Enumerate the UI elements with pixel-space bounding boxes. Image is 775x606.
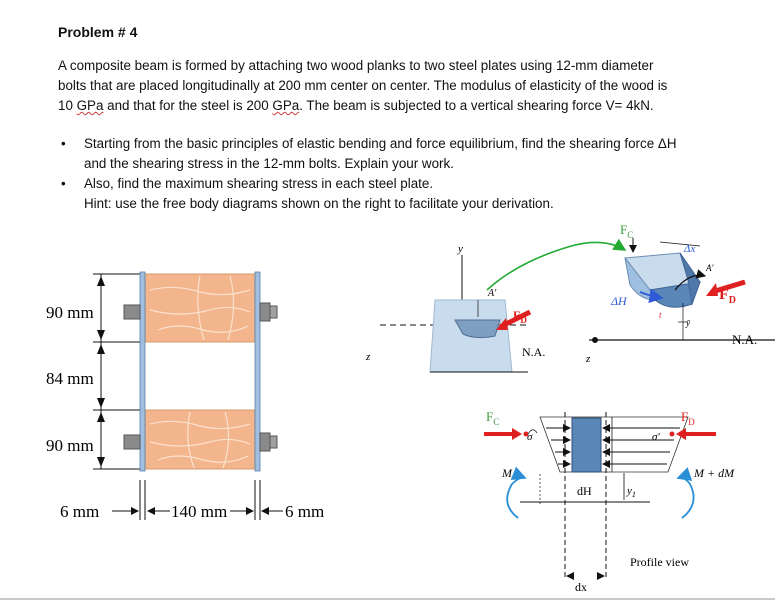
dim-middle-label: 84 mm	[46, 369, 94, 388]
spellcheck-gpa-1: GPa	[76, 98, 104, 113]
moment-m-label: M	[501, 466, 513, 480]
y1-label: y1	[626, 485, 636, 499]
task-item-1: • Starting from the basic principles of …	[58, 134, 748, 174]
moment-m-dm-label: M + dM	[693, 466, 735, 480]
steel-plate-right	[254, 271, 261, 472]
a-prime-label: A′	[487, 288, 497, 299]
slice-element	[571, 417, 602, 473]
dim-top-label: 90 mm	[46, 303, 94, 322]
dh-label: dH	[577, 484, 592, 498]
profile-view-fbd	[484, 412, 716, 580]
fc-label-mid: FC	[486, 409, 499, 427]
fd-label-right: FD	[719, 286, 736, 306]
statement-line-3: 10 GPa and that for the steel is 200 GPa…	[58, 98, 654, 113]
sigma-label: σ	[527, 431, 533, 443]
z-axis-label-right: z	[585, 353, 591, 365]
statement-line-2: bolts that are placed longitudinally at …	[58, 78, 668, 93]
section-view-fbd	[380, 238, 627, 373]
problem-statement: A composite beam is formed by attaching …	[58, 56, 718, 116]
task-item-2: • Also, find the maximum shearing stress…	[58, 174, 748, 194]
problem-title: Problem # 4	[58, 24, 138, 40]
spellcheck-gpa-2: GPa	[272, 98, 300, 113]
isolated-element-fbd	[589, 238, 775, 343]
hint-text: Hint: use the free body diagrams shown o…	[84, 196, 554, 211]
task-1-line-2: and the shearing stress in the 12-mm bol…	[84, 156, 454, 171]
delta-x-label: Δx	[683, 243, 695, 255]
z-axis-label-left: z	[365, 351, 371, 363]
na-label-right: N.A.	[732, 332, 757, 347]
statement-line-1: A composite beam is formed by attaching …	[58, 58, 654, 73]
y-axis-label: y	[457, 243, 463, 255]
fd-label-mid: FD	[681, 409, 695, 427]
profile-view-caption: Profile view	[630, 555, 689, 569]
composite-beam-section	[93, 271, 283, 520]
ybar-label: ȳ	[685, 318, 691, 328]
fd-label-left: FD	[513, 308, 527, 325]
steel-plate-left	[139, 271, 146, 472]
bolt-top	[123, 302, 278, 322]
fc-label-top: FC	[620, 222, 633, 240]
bottom-divider	[0, 598, 775, 600]
bullet-dot: •	[61, 136, 66, 151]
fd-arrow-right	[711, 279, 746, 295]
bullet-dot: •	[61, 176, 66, 191]
dim-width-label: 140 mm	[171, 502, 227, 521]
transfer-arrow	[486, 238, 627, 291]
thickness-label: t	[659, 310, 662, 320]
dim-right-plate-label: 6 mm	[285, 502, 324, 521]
a-prime-label-right: A′	[705, 263, 714, 273]
delta-h-label: ΔH	[610, 294, 628, 308]
na-label-left: N.A.	[522, 345, 545, 359]
task-1-line-1: Starting from the basic principles of el…	[84, 136, 677, 151]
task-2-line: Also, find the maximum shearing stress i…	[84, 176, 434, 191]
task-list: • Starting from the basic principles of …	[58, 134, 748, 214]
dx-label: dx	[575, 580, 587, 594]
dim-bottom-label: 90 mm	[46, 436, 94, 455]
sigma-prime-label: σ′	[652, 431, 660, 443]
bolt-bottom	[123, 432, 278, 452]
dim-left-plate-label: 6 mm	[60, 502, 99, 521]
